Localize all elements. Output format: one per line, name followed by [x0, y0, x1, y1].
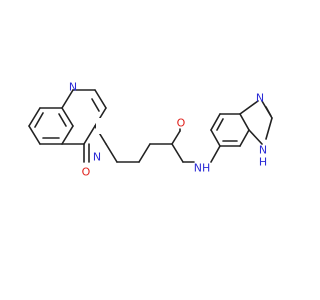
bond — [216, 118, 224, 131]
ring-carbonyl-oxygen-label: O — [82, 166, 91, 179]
bond — [239, 100, 259, 115]
bond — [28, 107, 41, 127]
bond — [105, 143, 118, 163]
amide-oxygen-label: O — [177, 117, 186, 130]
bond — [210, 145, 221, 163]
imidazole-n-label: N — [256, 92, 264, 105]
structure-canvas: N N O O NH N N H — [28, 80, 273, 179]
imidazole-nh-h-label: H — [259, 156, 267, 169]
bond — [265, 117, 273, 140]
bond — [91, 98, 100, 112]
bond — [210, 129, 221, 147]
bond — [61, 107, 74, 127]
bond — [61, 89, 74, 109]
bond — [28, 125, 41, 145]
bond — [94, 89, 107, 109]
bond — [171, 130, 181, 145]
bond — [210, 113, 221, 131]
bond — [239, 129, 250, 147]
bond-lines — [28, 89, 273, 163]
amide-nh-label: NH — [194, 162, 211, 175]
quinazoline-n3-label: N — [93, 151, 101, 164]
bond — [265, 106, 272, 117]
atom-labels: N N O O NH N N H — [69, 81, 267, 179]
bond — [58, 113, 67, 127]
bond — [138, 143, 151, 163]
molecule-structure: N N O O NH N N H — [28, 81, 273, 179]
bond — [34, 112, 44, 128]
bond — [61, 125, 74, 145]
bond — [248, 129, 263, 145]
quinazoline-n1-label: N — [69, 81, 77, 94]
bond — [171, 143, 184, 163]
bond — [239, 113, 250, 131]
bond — [83, 125, 96, 145]
imidazole-nh-n-label: N — [259, 144, 267, 157]
